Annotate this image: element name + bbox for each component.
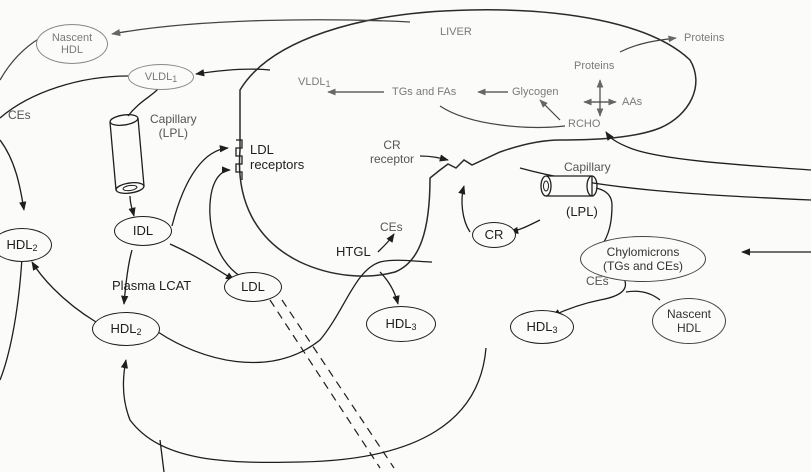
arrow-bottom-loop <box>120 347 487 464</box>
arrow-ces-left-arc <box>0 139 27 211</box>
rcho-label: RCHO <box>568 118 601 130</box>
line-capillary-idl <box>128 195 136 217</box>
arrow-vldl-left-arc <box>0 75 129 119</box>
hdl2-lower-sub: 2 <box>136 327 142 337</box>
ces-left-label: CEs <box>8 108 31 122</box>
capillary-right-icon <box>540 175 598 197</box>
arrow-idl-to-ldl-receptors <box>171 145 229 227</box>
chylomicrons-line1: Chylomicrons <box>606 245 680 259</box>
proteins-outer-label: Proteins <box>684 32 725 44</box>
capillary-left-line2: (LPL) <box>158 126 189 140</box>
nascent-hdl-right-line1: Nascent <box>666 307 712 321</box>
chylomicrons-line2: (TGs and CEs) <box>602 259 683 273</box>
hdl3-center-base: HDL <box>385 316 412 331</box>
arrow-liver-vldl-out <box>195 68 271 77</box>
liver-title: LIVER <box>440 26 472 38</box>
ldl-receptors-label: LDL receptors <box>250 142 304 172</box>
ldl-label: LDL <box>241 279 265 294</box>
arrow-liver-to-nascent-hdl <box>111 19 411 37</box>
capillary-right-label: Capillary <box>564 160 611 174</box>
arrow-liver-rcho-loop <box>439 105 566 128</box>
arrow-liver-rcho-to-glycogen <box>539 99 561 121</box>
node-nascent-hdl-top: Nascent HDL <box>36 24 108 64</box>
arrow-liver-proteins-out <box>619 35 677 53</box>
lpl-right-label: (LPL) <box>566 204 598 219</box>
node-nascent-hdl-right: Nascent HDL <box>652 298 726 344</box>
cr-receptor-label: CR receptor <box>370 138 414 166</box>
node-cr: CR <box>472 222 516 248</box>
arrow-cr-receptor <box>419 154 449 162</box>
node-hdl3-right: HDL3 <box>510 310 574 344</box>
node-hdl2-left: HDL2 <box>0 228 52 262</box>
arrow-plasma-lcat <box>121 249 133 305</box>
node-hdl2-lower: HDL2 <box>92 312 160 346</box>
capillary-lpl-left-label: Capillary (LPL) <box>150 112 197 140</box>
hdl2-lower-base: HDL <box>110 321 137 336</box>
ldl-receptors-line2: receptors <box>250 157 305 172</box>
line-ldl-dashed-2 <box>281 299 395 469</box>
node-idl: IDL <box>114 216 172 246</box>
glycogen-label: Glycogen <box>512 86 559 98</box>
vldl-inner-sub: 1 <box>325 79 331 89</box>
arrow-nascent-hdl-left <box>0 37 41 81</box>
capillary-left-icon <box>109 114 145 194</box>
ces-center-label: CEs <box>380 220 403 234</box>
proteins-inner-label: Proteins <box>574 60 615 72</box>
htgl-label: HTGL <box>336 244 371 259</box>
node-hdl3-center: HDL3 <box>366 306 436 342</box>
node-ldl: LDL <box>224 272 282 302</box>
cr-label: CR <box>484 227 504 242</box>
hdl3-center-sub: 3 <box>411 322 417 332</box>
nascent-hdl-top-line2: HDL <box>60 44 83 56</box>
line-ldl-dashed-1 <box>269 299 381 469</box>
plasma-lcat-label: Plasma LCAT <box>112 278 192 293</box>
hdl3-right-sub: 3 <box>552 325 558 335</box>
arrow-hdl2-lower-htgl <box>157 259 433 364</box>
arrow-htgl-to-ces <box>377 233 395 253</box>
tgs-and-fas-label: TGs and FAs <box>392 86 457 98</box>
vldl-outer-sub: 1 <box>172 74 178 84</box>
arrow-ldl-to-receptors <box>209 166 241 277</box>
arrow-liver-to-hdl3 <box>379 271 400 305</box>
capillary-left-line1: Capillary <box>150 112 197 126</box>
cr-receptor-line1: CR <box>383 138 401 152</box>
nascent-hdl-top-line1: Nascent <box>51 32 93 44</box>
ldl-receptor-bracket <box>235 139 243 180</box>
hdl2-left-sub: 2 <box>32 243 38 253</box>
idl-label: IDL <box>132 223 154 238</box>
vldl-outer-base: VLDL <box>144 71 173 83</box>
aas-label: AAs <box>622 96 643 108</box>
hdl3-right-base: HDL <box>526 319 553 334</box>
hdl2-left-base: HDL <box>6 237 33 252</box>
arrow-hdl2-left-sweep <box>0 257 23 381</box>
ces-right-label: CEs <box>586 274 609 288</box>
ldl-receptors-line1: LDL <box>250 142 274 157</box>
node-vldl-outer: VLDL1 <box>128 64 194 90</box>
vldl-inner-label: VLDL1 <box>298 76 331 89</box>
arrow-cr-to-receptor <box>458 185 471 233</box>
line-chylo-to-capillary <box>595 187 613 249</box>
arrow-idl-to-ldl <box>169 243 235 281</box>
arrow-chylo-ces-hdl3 <box>551 271 627 317</box>
line-nascent-hdl-right <box>625 290 661 301</box>
liver-outline <box>238 9 697 277</box>
arrow-right-edge-curve-1 <box>605 131 811 171</box>
nascent-hdl-right-line2: HDL <box>676 321 701 335</box>
arrow-hdl2-lower-to-left <box>31 261 97 323</box>
node-chylomicrons: Chylomicrons (TGs and CEs) <box>580 236 706 282</box>
vldl-inner-base: VLDL <box>298 76 326 88</box>
cr-receptor-line2: receptor <box>370 152 415 166</box>
line-bottom-stub <box>159 439 165 472</box>
